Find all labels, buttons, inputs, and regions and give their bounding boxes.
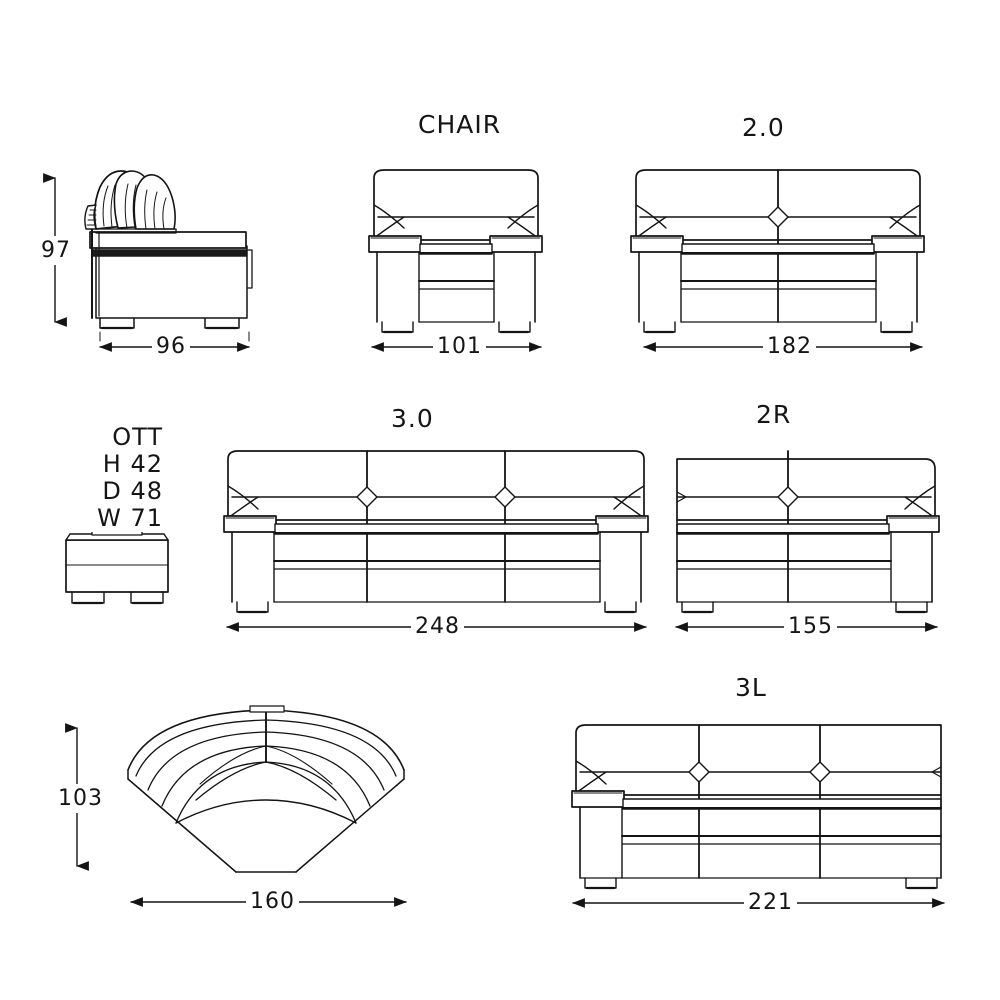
sofa-2r-drawing bbox=[675, 450, 940, 632]
dimension-97: 97 bbox=[40, 236, 72, 265]
sofa-30-drawing bbox=[223, 450, 649, 632]
chair-drawing bbox=[368, 169, 543, 352]
chair-title: CHAIR bbox=[418, 110, 502, 139]
dimension-155: 155 bbox=[784, 614, 837, 639]
sofa-20-drawing bbox=[630, 169, 925, 352]
dimension-160: 160 bbox=[246, 889, 299, 914]
dimension-182: 182 bbox=[763, 334, 816, 359]
ottoman-width-spec: W 71 bbox=[38, 505, 163, 532]
ottoman-title: OTT bbox=[38, 424, 163, 451]
sofa-3l-drawing bbox=[571, 724, 945, 908]
sofa-30-title: 3.0 bbox=[391, 404, 434, 433]
dimension-96: 96 bbox=[152, 334, 190, 359]
dimension-103: 103 bbox=[57, 784, 104, 813]
sofa-20-title: 2.0 bbox=[742, 113, 785, 142]
dimension-221: 221 bbox=[744, 890, 797, 915]
ottoman-height-spec: H 42 bbox=[38, 451, 163, 478]
sofa-2r-title: 2R bbox=[756, 400, 792, 429]
side-profile-drawing bbox=[43, 170, 253, 352]
dimension-101: 101 bbox=[433, 334, 486, 359]
sofa-3l-title: 3L bbox=[735, 673, 767, 702]
ottoman-depth-spec: D 48 bbox=[38, 478, 163, 505]
dimension-248: 248 bbox=[411, 614, 464, 639]
ottoman-drawing bbox=[65, 529, 169, 605]
ottoman-spec-block: OTT H 42 D 48 W 71 bbox=[38, 424, 163, 532]
corner-wedge-drawing bbox=[65, 705, 407, 907]
